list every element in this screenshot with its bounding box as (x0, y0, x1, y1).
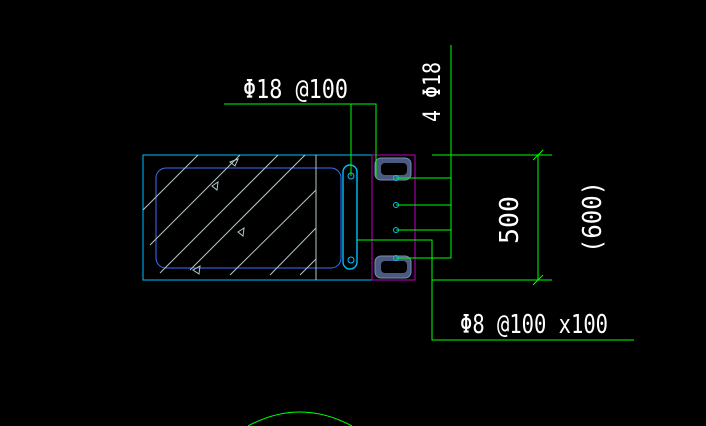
label-dimension-600: (600) (578, 181, 608, 253)
label-dimension-500: 500 (495, 196, 525, 244)
leader-rebar-count (396, 45, 452, 259)
longitudinal-bars (347, 172, 399, 264)
section-outline (142, 154, 416, 281)
detail-box (371, 154, 416, 281)
concrete-hatch (142, 154, 317, 276)
label-rebar-count: 4 Φ18 (418, 62, 446, 122)
label-stirrup-top: Φ18 @100 (243, 75, 348, 105)
concrete-section (142, 154, 416, 281)
section-inner-outline (155, 167, 342, 269)
stirrup-loop (342, 164, 358, 270)
arc-fragment (247, 411, 353, 426)
dimension-lines (432, 149, 552, 286)
rebar-group (342, 157, 412, 279)
aggregate-marks (192, 158, 245, 275)
stirrup-hook-top-inner (381, 163, 407, 175)
leader-stirrup-top (224, 103, 377, 178)
stirrup-hook-bottom-inner (381, 261, 407, 273)
leader-lines (224, 45, 634, 341)
label-tie-bottom: Φ8 @100 x100 (460, 310, 608, 340)
leader-tie-bottom (357, 239, 634, 341)
